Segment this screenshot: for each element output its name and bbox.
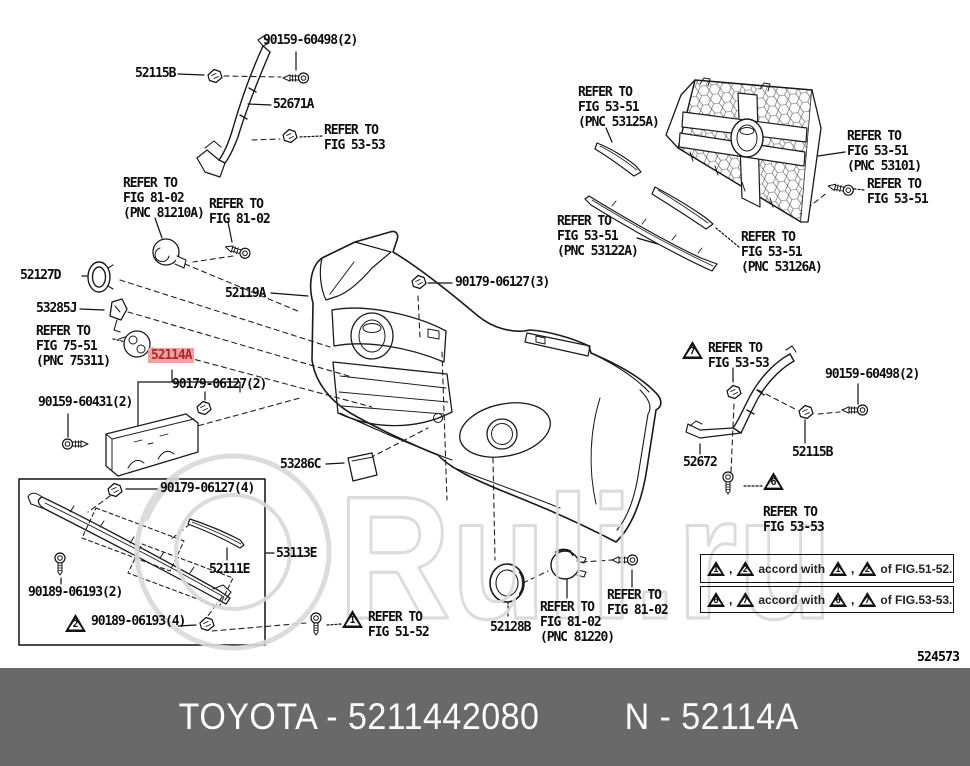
lower-parts-box [18,478,266,646]
accord-note-fig51-52: 1 , 2 accord with 1 , 2 of FIG.51-52. [700,554,954,583]
title-part-number: TOYOTA - 5211442080 [178,696,540,737]
warning-triangle-7: 7 [682,341,703,359]
part-label-52672: 52672 [683,455,718,470]
refer-note-fig53-51-pnc53125A: REFER TO FIG 53-51 (PNC 53125A) [578,85,660,131]
part-label-90159-60498-right: 90159-60498(2) [825,367,920,382]
horn-81210A [152,238,187,269]
part-label-90159-60431-2: 90159-60431(2) [38,395,133,410]
part-label-90179-06127-3: 90179-06127(3) [455,275,550,290]
warning-triangle-6: 6 [829,592,848,607]
refer-note-fig51-52: 1 REFER TO FIG 51-52 [342,610,430,640]
strip-52111E [187,518,245,549]
warning-triangle-1: 1 [342,610,363,628]
clip-icon [282,128,298,144]
clip-icon [726,384,742,400]
watermark: Ruli.ru [134,453,835,658]
screw-icon [54,552,66,576]
title-bar: TOYOTA - 5211442080 N - 52114A [0,668,970,766]
clip-icon [798,404,814,420]
part-label-53286C: 53286C [280,457,321,472]
grille-assembly [665,77,822,223]
part-label-90189-06193-2: 90189-06193(2) [28,585,123,600]
warning-triangle-1: 1 [829,561,848,576]
horn-75311 [118,330,151,358]
refer-note-fig81-02-pnc81210A: REFER TO FIG 81-02 (PNC 81210A) [123,176,205,222]
clip-icon [207,68,223,84]
clip-icon [196,400,212,416]
separator: , [851,592,855,607]
accord-fig-ref: of FIG.51-52. [880,561,953,576]
clip-icon [107,482,123,498]
warning-triangle-6: 6 [707,592,725,607]
refer-note-fig53-53-tri6: 6 REFER TO FIG 53-53 [763,457,825,535]
part-label-52114A-highlighted: 52114A [148,348,195,364]
refer-note-fig53-53-topleft: REFER TO FIG 53-53 [324,123,386,154]
separator: , [851,561,855,576]
corner-bracket-52671A [196,35,271,178]
screw-icon [310,612,322,636]
ring-52127D [87,261,114,293]
warning-triangle-2: 2 [65,614,86,632]
part-label-52115B-right: 52115B [792,445,833,460]
bracket-53285J [109,298,128,333]
refer-note-fig53-51-right: REFER TO FIG 53-51 [867,177,929,208]
part-label-53285J: 53285J [36,301,77,316]
refer-note-fig53-51-pnc53122A: REFER TO FIG 53-51 (PNC 53122A) [557,214,639,260]
part-label-52671A: 52671A [273,97,314,112]
part-label-90179-06127-2: 90179-06127(2) [172,377,267,392]
part-label-90179-06127-4: 90179-06127(4) [160,481,255,496]
part-label-52128B: 52128B [490,620,531,635]
warning-triangle-6: 6 [763,472,784,491]
watermark-text: Ruli.ru [338,461,833,656]
corner-bracket-52672 [685,345,797,439]
figure-number: 524573 [917,650,960,665]
accord-text: accord with [758,592,826,607]
screw-icon [282,72,310,84]
leader-lines [60,51,865,627]
title-catalog-code: N - 52114A [624,696,800,737]
warning-triangle-1: 1 [707,561,725,576]
warning-triangle-7: 7 [858,592,877,607]
part-label-90189-06193-4: 2 90189-06193(4) [65,614,186,632]
refer-note-fig53-51-pnc53126A: REFER TO FIG 53-51 (PNC 53126A) [741,230,823,276]
warning-triangle-2: 2 [858,561,877,576]
accord-text: accord with [758,561,826,576]
bumper-drawing [309,230,662,543]
fog-lamp-group [489,548,587,603]
part-label-52119A: 52119A [225,286,266,301]
refer-note-fig81-02-b: REFER TO FIG 81-02 [209,197,271,228]
refer-note-fig53-51-pnc53101: REFER TO FIG 53-51 (PNC 53101) [847,129,922,175]
part-label-90159-60498-top: 90159-60498(2) [263,33,358,48]
warning-triangle-2: 2 [736,561,755,576]
separator: , [729,561,733,576]
clip-icon [199,616,215,632]
screw-icon [841,404,869,416]
part-label-53113E: 53113E [276,546,317,561]
part-label-52111E: 52111E [209,562,250,577]
refer-note-fig53-53-tri7: 7 REFER TO FIG 53-53 [682,341,770,371]
accord-fig-ref: of FIG.53-53. [880,592,953,607]
license-plate-bracket [105,413,199,477]
screw-icon [61,438,89,450]
grille-trim-strips [584,142,718,272]
accord-note-fig53-53: 6 , 7 accord with 6 , 7 of FIG.53-53. [700,586,954,613]
clip-icon [411,274,427,290]
screw-icon [826,180,855,197]
watermark-logo [134,453,332,651]
part-label-52115B-left: 52115B [135,66,176,81]
separator: , [729,592,733,607]
warning-triangle-7: 7 [736,592,755,607]
refer-note-fig81-02-right: REFER TO FIG 81-02 [607,588,669,619]
refer-note-fig81-02-pnc81220: REFER TO FIG 81-02 (PNC 81220) [540,600,615,646]
cover-53286C [347,452,378,482]
refer-note-fig75-51-pnc75311: REFER TO FIG 75-51 (PNC 75311) [36,324,111,370]
part-label-52127D: 52127D [20,268,61,283]
